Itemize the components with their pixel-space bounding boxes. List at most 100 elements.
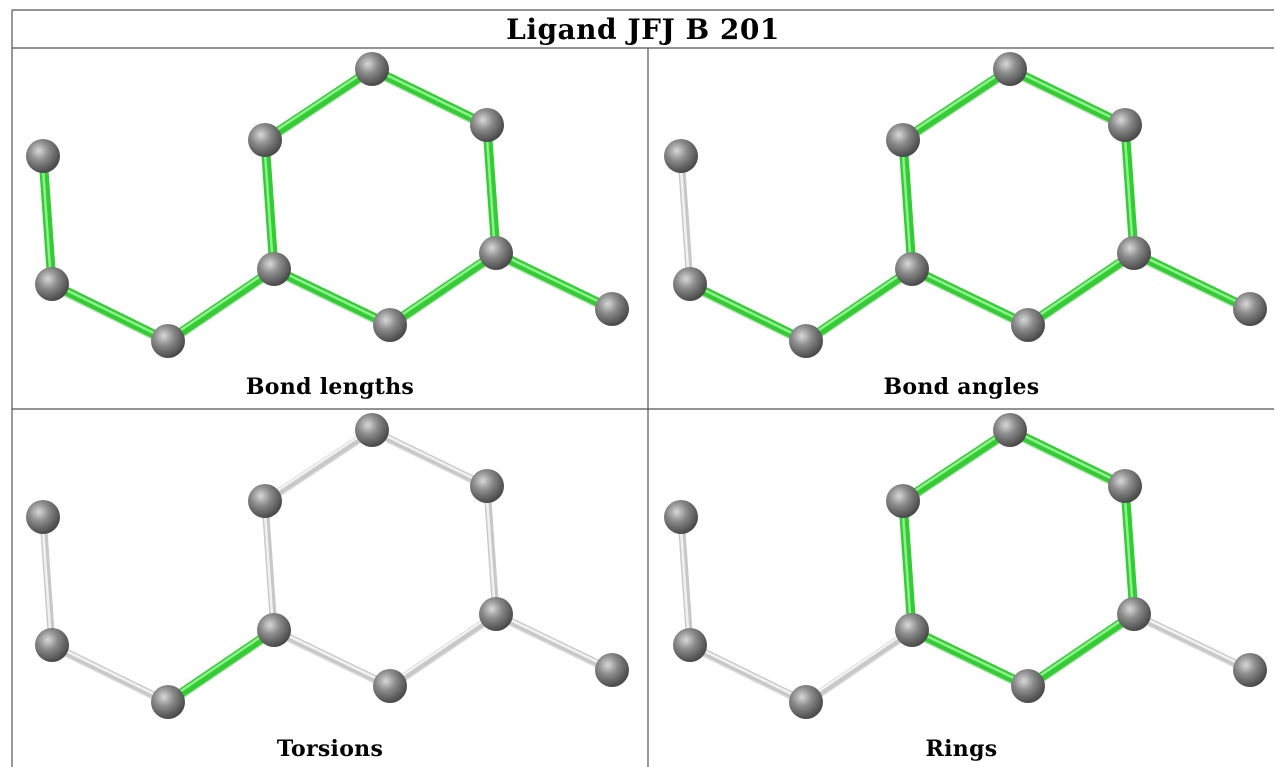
atom-a3 (789, 324, 823, 358)
bond-b7-highlighted (482, 120, 501, 259)
atom-a6 (993, 52, 1027, 86)
atom-a4 (895, 613, 929, 647)
bond-b2-highlighted (47, 279, 173, 347)
panel-caption-bond-angles: Bond angles (883, 374, 1040, 400)
atom-a2 (673, 267, 707, 301)
atom-a2 (35, 267, 69, 301)
atoms (664, 413, 1267, 719)
molecule-view-rings (664, 413, 1267, 719)
atom-a8 (1117, 597, 1151, 631)
atoms (26, 413, 629, 719)
atoms (664, 52, 1267, 358)
bond-b10 (1130, 610, 1254, 675)
atom-a9 (1011, 308, 1045, 342)
atom-a3 (789, 685, 823, 719)
atom-a2 (673, 628, 707, 662)
atom-a6 (355, 413, 389, 447)
atom-a10 (1233, 653, 1267, 687)
bonds (677, 64, 1255, 347)
bond-b6 (368, 426, 491, 491)
atoms (26, 52, 629, 358)
bond-b7-highlighted (1120, 481, 1139, 620)
bond-b8-highlighted (1023, 248, 1139, 331)
bond-b9-highlighted (907, 625, 1033, 692)
bond-b3-highlighted (801, 264, 917, 347)
bond-b1 (39, 513, 56, 650)
bond-b10 (492, 610, 616, 675)
bond-b2 (48, 641, 172, 707)
bond-b4-highlighted (260, 135, 279, 275)
panel-bond-angles: Bond angles (649, 48, 1274, 409)
atom-a1 (26, 500, 60, 534)
atom-a7 (1108, 108, 1142, 142)
atom-a10 (595, 292, 629, 326)
atom-a4 (895, 252, 929, 286)
panel-caption-torsions: Torsions (276, 736, 384, 762)
bond-b2-highlighted (685, 279, 811, 347)
molecule-view-torsions (26, 413, 629, 719)
bond-b3-highlighted (163, 264, 279, 347)
atom-a2 (35, 628, 69, 662)
bond-b8-highlighted (1023, 609, 1139, 692)
panel-rings: Rings (649, 410, 1274, 767)
atom-a1 (664, 500, 698, 534)
bond-b6-highlighted (1005, 425, 1130, 492)
bond-b2 (686, 641, 810, 707)
bond-b1 (677, 513, 694, 650)
atom-a7 (1108, 469, 1142, 503)
figure-title: Ligand JFJ B 201 (506, 12, 780, 46)
panel-caption-rings: Rings (925, 736, 998, 762)
atom-a8 (479, 236, 513, 270)
atom-a10 (595, 653, 629, 687)
panel-bond-lengths: Bond lengths (12, 48, 648, 409)
bond-b4-highlighted (898, 135, 917, 275)
atom-a5 (248, 123, 282, 157)
bond-b10-highlighted (491, 248, 617, 315)
atom-a5 (886, 484, 920, 518)
bond-b7 (483, 482, 500, 619)
bond-b3-highlighted (163, 625, 279, 708)
atom-a7 (470, 469, 504, 503)
atom-a1 (26, 139, 60, 173)
atom-a9 (1011, 669, 1045, 703)
bonds (38, 64, 617, 347)
atom-a5 (886, 123, 920, 157)
panel-caption-bond-lengths: Bond lengths (245, 374, 415, 400)
bond-b7-highlighted (1120, 120, 1139, 259)
bond-b1 (677, 152, 694, 289)
bond-b5 (261, 426, 376, 506)
atom-a4 (257, 252, 291, 286)
bond-b8-highlighted (385, 248, 501, 331)
molecule-view-bond-angles (664, 52, 1267, 358)
atom-a3 (151, 685, 185, 719)
bond-b5-highlighted (898, 425, 1015, 507)
bonds (39, 426, 616, 708)
bond-b4 (261, 497, 278, 635)
atom-a6 (355, 52, 389, 86)
bond-b9 (270, 626, 394, 691)
atom-a10 (1233, 292, 1267, 326)
bond-b3 (802, 626, 916, 707)
bond-b10-highlighted (1129, 248, 1255, 315)
atom-a8 (1117, 236, 1151, 270)
atom-a3 (151, 324, 185, 358)
bond-b9-highlighted (907, 264, 1033, 331)
bond-b5-highlighted (898, 64, 1015, 146)
bond-b4-highlighted (898, 496, 917, 636)
bonds (677, 425, 1254, 707)
bond-b6-highlighted (1005, 64, 1130, 131)
atom-a1 (664, 139, 698, 173)
bond-b1-highlighted (38, 151, 57, 290)
bond-b6-highlighted (367, 64, 492, 131)
atom-a7 (470, 108, 504, 142)
atom-a9 (373, 669, 407, 703)
bond-b5-highlighted (260, 64, 377, 146)
atom-a6 (993, 413, 1027, 447)
atom-a9 (373, 308, 407, 342)
panel-torsions: Torsions (12, 410, 648, 767)
molecule-view-bond-lengths (26, 52, 629, 358)
atom-a8 (479, 597, 513, 631)
atom-a4 (257, 613, 291, 647)
atom-a5 (248, 484, 282, 518)
